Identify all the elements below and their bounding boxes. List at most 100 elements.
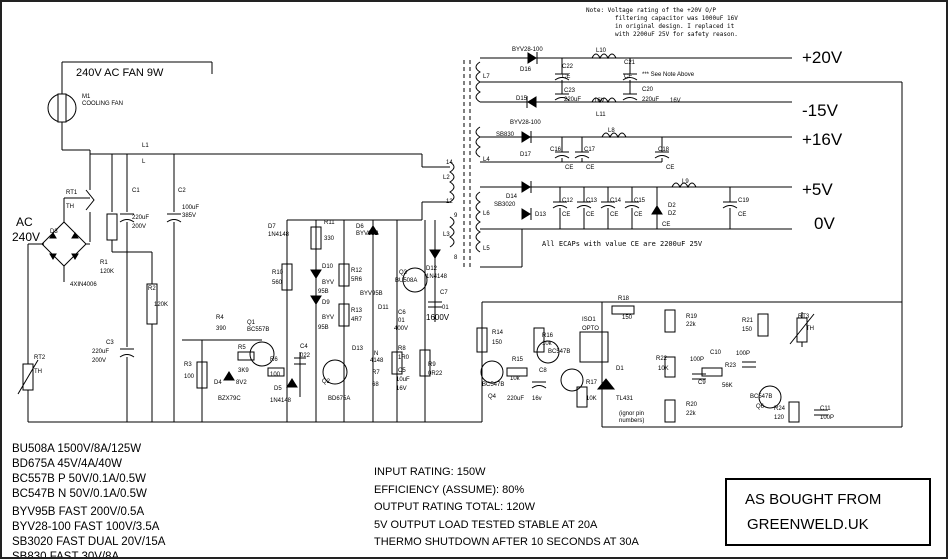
spec-item: BU508A 1500V/8A/125W xyxy=(12,443,142,455)
label-r12: R12 xyxy=(351,268,363,274)
label-c22: C22 xyxy=(562,64,574,70)
label-r8: R8 xyxy=(398,346,406,352)
label-c7-voltage: 1600V xyxy=(426,313,450,322)
label-r3-value: 100 xyxy=(184,374,195,380)
label-bd675a: BD675A xyxy=(328,396,351,402)
label-r14-value: 150 xyxy=(492,340,503,346)
label-r22-value: 10K xyxy=(658,366,669,372)
label-l4: L4 xyxy=(483,157,490,163)
secondary-feedback xyxy=(476,301,902,428)
label-d4: D4 xyxy=(214,380,222,386)
label-r2-value: 120K xyxy=(154,302,169,308)
ignore-pin-line-1: (ignor pin xyxy=(619,411,645,417)
label-byv28-b: BYV28-100 xyxy=(510,120,541,126)
label-d10: D10 xyxy=(322,264,334,270)
label-c21: C21 xyxy=(624,60,636,66)
label-l9: L9 xyxy=(682,179,689,185)
label-c8-voltage: 16v xyxy=(532,396,542,402)
label-r18: R18 xyxy=(618,296,630,302)
fan-title: 240V AC FAN 9W xyxy=(76,67,164,79)
label-c5-voltage: 16V xyxy=(396,386,407,392)
brand-line-2: GREENWELD.UK xyxy=(747,516,869,533)
rating-efficiency: EFFICIENCY (ASSUME): 80% xyxy=(374,483,525,496)
label-r21: R21 xyxy=(742,318,754,324)
label-l3: L3 xyxy=(443,232,450,238)
fan-desc: COOLING FAN xyxy=(82,101,124,107)
label-c18-ce: CE xyxy=(666,165,675,171)
label-pin-12: 12 xyxy=(446,199,453,205)
brand-line-1: AS BOUGHT FROM xyxy=(745,491,882,508)
label-c10: C10 xyxy=(710,350,722,356)
label-c14: C14 xyxy=(610,198,622,204)
label-d13: D13 xyxy=(352,346,364,352)
rt2-thermistor xyxy=(17,359,39,395)
label-r9: R9 xyxy=(428,362,436,368)
label-d13-out: D13 xyxy=(535,212,547,218)
label-pin-8: 8 xyxy=(454,255,458,261)
label-d1: D1 xyxy=(616,366,624,372)
label-c1-voltage: 200V xyxy=(132,224,147,230)
fan-motor-symbol xyxy=(47,61,213,151)
label-th1: TH xyxy=(66,204,74,210)
label-c17-ce: CE xyxy=(586,165,595,171)
label-c4: C4 xyxy=(300,344,308,350)
label-r23-value: 56K xyxy=(722,383,733,389)
label-r5: R5 xyxy=(238,345,246,351)
label-l7: L7 xyxy=(483,74,490,80)
label-d11: D11 xyxy=(378,305,389,311)
label-c13: C13 xyxy=(586,198,598,204)
label-c12-ce: CE xyxy=(562,212,571,218)
spec-list-diodes: BYV95B FAST 200V/0.5A BYV28-100 FAST 100… xyxy=(12,505,165,557)
ratings-list: INPUT RATING: 150W EFFICIENCY (ASSUME): … xyxy=(374,464,639,552)
label-c19-ce: CE xyxy=(738,212,747,218)
label-d13-value-2: 4148 xyxy=(370,358,384,364)
spec-item: BC547B N 50V/0.1A/0.5W xyxy=(12,488,147,500)
label-d4-value: 8V2 xyxy=(236,380,247,386)
label-c3: C3 xyxy=(106,340,114,346)
label-c11: C11 xyxy=(820,406,831,412)
label-d10-value: BYV xyxy=(322,280,335,286)
label-r22: R22 xyxy=(656,356,668,362)
label-d3: D3 xyxy=(50,229,58,235)
label-q4: Q4 xyxy=(488,394,497,400)
label-d5: D5 xyxy=(274,386,282,392)
label-r18-value: 150 xyxy=(622,315,633,321)
label-r20-value: 22k xyxy=(686,411,696,417)
label-d7: D7 xyxy=(268,224,276,230)
label-th3: TH xyxy=(806,326,814,332)
label-l10: L10 xyxy=(596,48,607,54)
label-c23: C23 xyxy=(564,88,576,94)
label-q1: Q1 xyxy=(247,320,256,326)
label-d7-part: 1N4148 xyxy=(268,232,290,238)
label-bc547b-2: BC547B xyxy=(482,382,505,388)
ac-voltage: 240V xyxy=(12,230,41,244)
label-r1: R1 xyxy=(100,260,108,266)
label-c3-value: 220uF xyxy=(92,349,110,355)
fan-ref: M1 xyxy=(82,94,91,100)
label-r3: R3 xyxy=(184,362,192,368)
label-r7: R7 xyxy=(372,370,380,376)
label-c7: C7 xyxy=(440,290,448,296)
label-rt2: RT2 xyxy=(34,355,46,361)
label-c22-ce: CE xyxy=(562,74,571,80)
label-r14: R14 xyxy=(492,330,504,336)
label-tl431: TL431 xyxy=(616,396,634,402)
label-iso1: ISO1 xyxy=(582,317,596,323)
primary-bus xyxy=(90,153,482,423)
output-minus-15v: -15V xyxy=(802,101,838,120)
output-plus-16v: +16V xyxy=(802,130,843,149)
label-r5-value: 3K9 xyxy=(238,368,249,374)
label-th2: TH xyxy=(34,369,42,375)
ac-label: AC xyxy=(16,215,33,229)
label-q3-part: BU508A xyxy=(395,278,418,284)
label-c16: C16 xyxy=(550,147,562,153)
label-r9-value: 0R22 xyxy=(428,371,443,377)
label-d3-part: 4XIN4006 xyxy=(70,282,97,288)
ignore-pin-line-2: numbers) xyxy=(619,418,645,424)
label-r16: R16 xyxy=(542,333,554,339)
label-r13: R13 xyxy=(351,308,363,314)
label-c2-voltage: 385V xyxy=(182,213,197,219)
label-l6: L6 xyxy=(483,211,490,217)
label-c9-value: 100P xyxy=(690,357,705,363)
label-c6: C6 xyxy=(398,310,406,316)
